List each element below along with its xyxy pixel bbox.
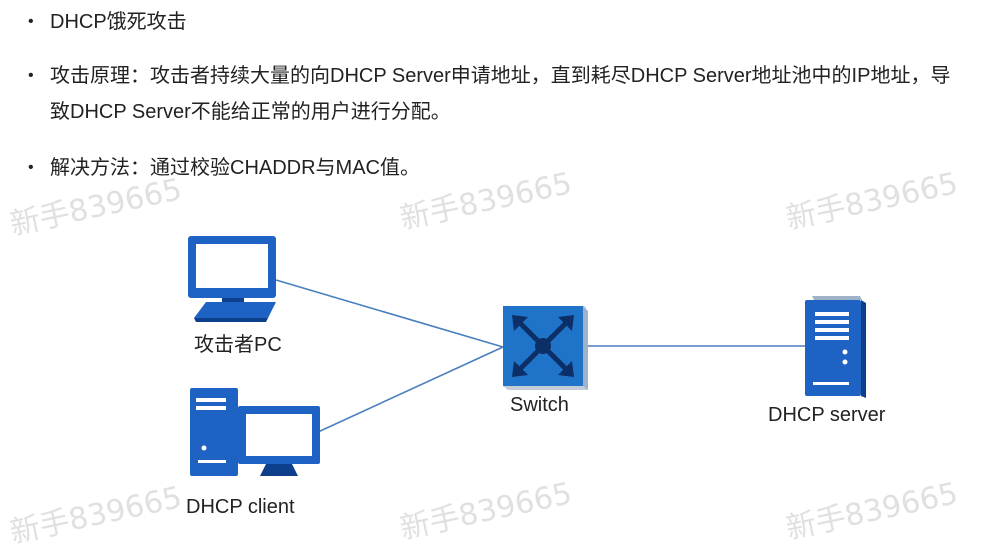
desktop-pc-icon — [188, 236, 276, 322]
bullet-item: • 解决方法：通过校验CHADDR与MAC值。 — [28, 150, 420, 186]
dhcp-server-label: DHCP server — [768, 404, 886, 426]
attacker-pc-label: 攻击者PC — [194, 334, 282, 356]
bullet-item: • DHCP饿死攻击 — [28, 4, 187, 40]
link-client-switch — [317, 346, 504, 433]
bullet-marker: • — [28, 67, 34, 84]
bullet-marker: • — [28, 13, 34, 30]
switch-icon — [503, 306, 588, 390]
network-diagram — [188, 236, 866, 476]
server-icon — [805, 296, 866, 398]
tower-pc-icon — [190, 388, 320, 476]
bullet-text: DHCP饿死攻击 — [50, 11, 187, 33]
bullet-marker: • — [28, 159, 34, 176]
bullet-text: 解决方法：通过校验CHADDR与MAC值。 — [50, 157, 420, 179]
dhcp-client-label: DHCP client — [186, 496, 295, 518]
switch-label: Switch — [510, 394, 569, 416]
bullet-item: • 攻击原理：攻击者持续大量的向DHCP Server申请地址，直到耗尽DHCP… — [28, 58, 958, 130]
link-attacker-switch — [275, 279, 504, 348]
bullet-text: 攻击原理：攻击者持续大量的向DHCP Server申请地址，直到耗尽DHCP S… — [50, 65, 951, 123]
